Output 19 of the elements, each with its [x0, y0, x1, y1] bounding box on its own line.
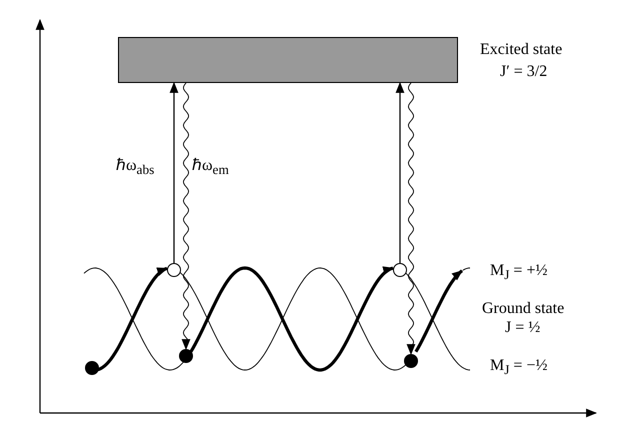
excited-atom-circle	[167, 263, 181, 277]
level-label: M$_{J}$ = +½	[490, 262, 548, 284]
absorption-arrow	[396, 82, 404, 263]
state-label: Excited state	[480, 41, 562, 59]
emission-wavy-arrow	[406, 82, 416, 356]
state-label: J = ½	[505, 319, 540, 337]
state-label: J′ = 3/2	[500, 63, 548, 81]
atom-dot	[404, 354, 418, 368]
energy-level-band	[118, 37, 458, 83]
state-label: Ground state	[482, 300, 564, 318]
trajectory-arrow	[414, 270, 463, 353]
atom-dot	[85, 361, 99, 375]
absorption-arrow	[170, 82, 178, 263]
level-label: M$_{J}$ = −½	[490, 357, 548, 380]
atom-dot	[179, 349, 193, 363]
trajectory-arrow	[190, 266, 394, 372]
trajectory-arrow	[96, 266, 168, 372]
emission-wavy-arrow	[182, 82, 190, 350]
excited-atom-circle	[393, 263, 407, 277]
